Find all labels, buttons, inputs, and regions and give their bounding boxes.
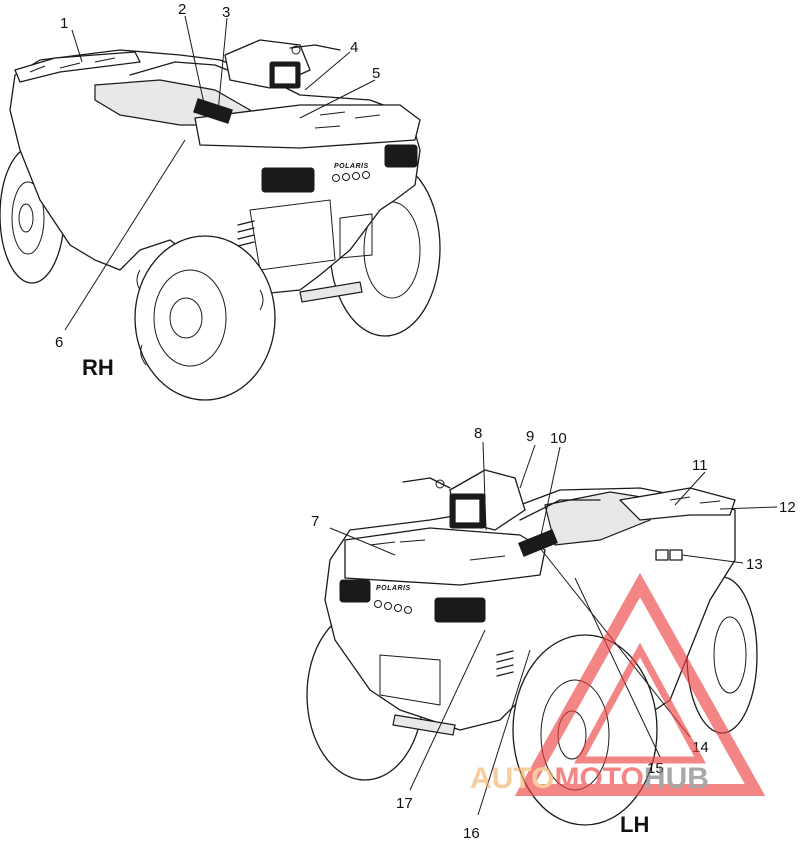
rh-callouts: 1 2 3 4 5 6: [55, 1, 380, 351]
callout-15: 15: [647, 760, 664, 777]
callout-16: 16: [463, 825, 480, 841]
callout-8: 8: [474, 425, 482, 442]
lh-grille-brand: POLARIS: [376, 585, 411, 592]
lh-leader-lines: [329, 441, 778, 816]
callout-3: 3: [222, 4, 230, 21]
callout-2: 2: [178, 1, 186, 18]
callout-1: 1: [60, 15, 68, 32]
lh-callouts: 7 8 9 10 11 12 13 14 15 16 17: [311, 425, 796, 841]
lh-view-label: LH: [620, 812, 649, 837]
callout-12: 12: [779, 499, 796, 516]
callout-5: 5: [372, 65, 380, 82]
callout-4: 4: [350, 39, 358, 56]
rh-view-label: RH: [82, 355, 114, 380]
callout-7: 7: [311, 513, 319, 530]
watermark-text: AUTOMOTOHUB: [470, 762, 709, 795]
callout-9: 9: [526, 428, 534, 445]
callout-17: 17: [396, 795, 413, 812]
callout-11: 11: [692, 457, 708, 474]
callout-13: 13: [746, 556, 763, 573]
callout-10: 10: [550, 430, 567, 447]
rh-grille-brand: POLARIS: [334, 163, 369, 170]
rh-atv-illustration: POLARIS: [0, 39, 441, 401]
rh-leader-lines: [64, 15, 376, 331]
watermark-logo: AUTOMOTOHUB: [470, 572, 766, 796]
callout-6: 6: [55, 334, 63, 351]
